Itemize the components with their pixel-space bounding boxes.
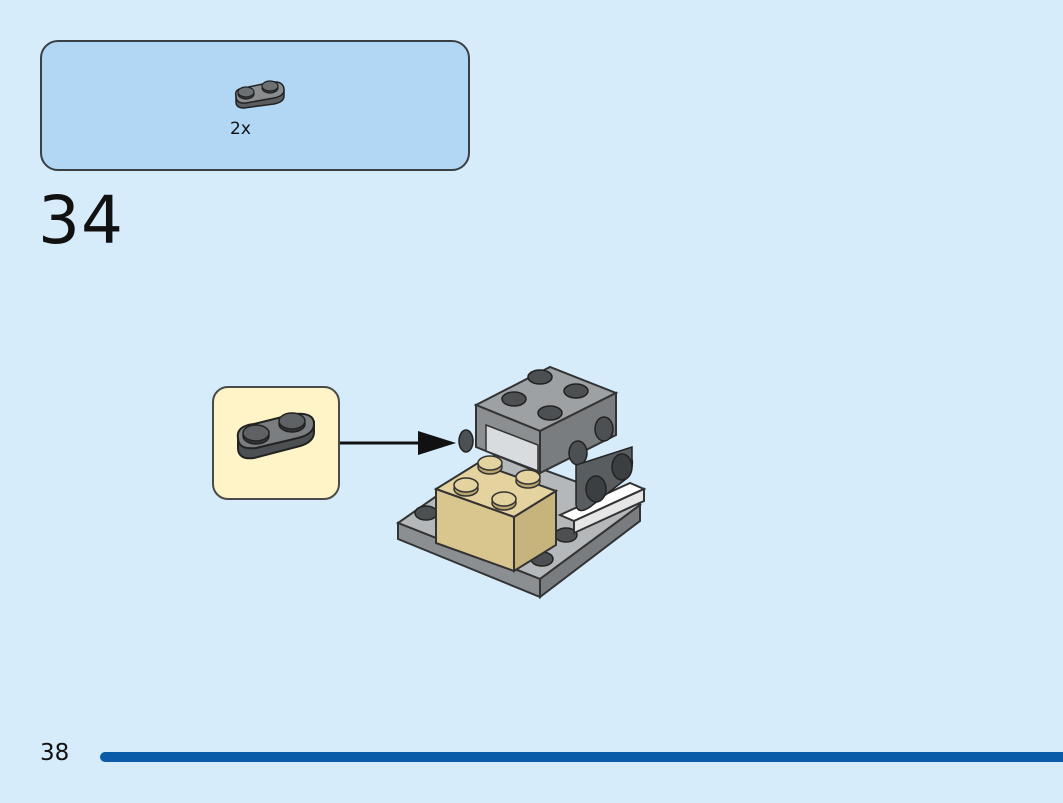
part-callout — [212, 386, 340, 500]
part-quantity: 2x — [230, 119, 251, 139]
grey-round-plate-1x2-icon — [234, 80, 285, 109]
parts-list-box: 2x — [40, 40, 470, 171]
step-number: 34 — [38, 182, 124, 259]
model-assembly-illustration — [395, 365, 647, 600]
page-number: 38 — [40, 740, 70, 766]
page-progress-bar — [100, 752, 1063, 762]
placement-arrow-icon — [340, 431, 456, 455]
grey-round-plate-1x2-icon — [236, 412, 316, 460]
